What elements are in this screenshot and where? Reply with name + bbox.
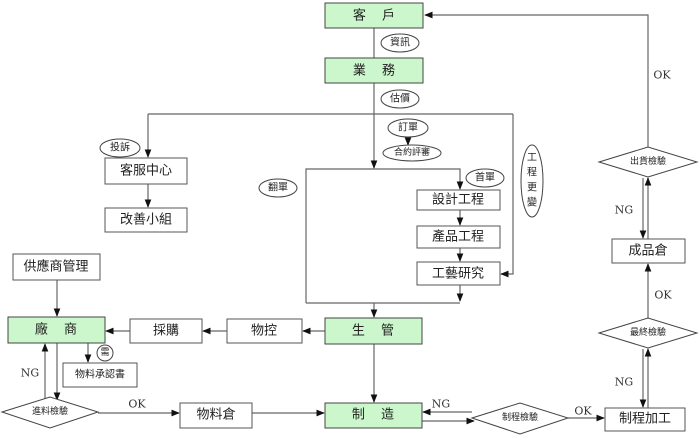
node-supplier-mgmt[interactable]: 供應商管理 xyxy=(12,253,101,281)
decision-final-inspection[interactable]: 最終檢驗 xyxy=(597,317,699,349)
label-shipping-ng: NG xyxy=(615,204,633,217)
label-process-ok: OK xyxy=(574,405,592,418)
node-approval-doc[interactable]: 物料承認書 xyxy=(62,362,138,388)
label-shipping-ok: OK xyxy=(653,69,671,82)
label-final-ng: NG xyxy=(615,376,633,389)
node-manufacturing-label: 制 造 xyxy=(352,408,400,423)
node-material-warehouse-label: 物料倉 xyxy=(196,408,235,423)
annotation-first-order-label: 首單 xyxy=(475,171,495,184)
node-approval-doc-label: 物料承認書 xyxy=(75,368,125,381)
node-improve-team-label: 改善小組 xyxy=(120,212,172,228)
annotation-eng-change-char: 工 xyxy=(527,153,537,164)
node-material-warehouse[interactable]: 物料倉 xyxy=(179,402,253,429)
decision-incoming-inspection-label: 進料檢驗 xyxy=(32,405,68,417)
node-manufacturing[interactable]: 制 造 xyxy=(324,402,423,429)
decision-shipping-inspection-label: 出貨檢驗 xyxy=(630,155,666,167)
node-product-eng[interactable]: 產品工程 xyxy=(416,225,501,249)
annotation-first-order: 首單 xyxy=(465,168,505,188)
annotation-eng-change-char: 程 xyxy=(527,167,537,179)
annotation-order: 訂單 xyxy=(387,118,429,138)
edges xyxy=(41,11,652,425)
label-final-ok: OK xyxy=(654,289,672,302)
node-design-eng[interactable]: 設計工程 xyxy=(416,189,501,211)
node-material-control-label: 物控 xyxy=(251,324,277,339)
node-material-control[interactable]: 物控 xyxy=(226,318,303,344)
node-cs-center[interactable]: 客服中心 xyxy=(104,157,188,185)
node-sales-label: 業 務 xyxy=(353,63,401,79)
node-customer[interactable]: 客 戶 xyxy=(324,2,424,29)
node-purchasing[interactable]: 採購 xyxy=(129,318,203,344)
decision-process-inspection-label: 制程檢驗 xyxy=(502,411,538,423)
node-production-control[interactable]: 生 管 xyxy=(324,317,423,345)
annotation-complaint: 投訴 xyxy=(99,138,141,158)
node-processing[interactable]: 制程加工 xyxy=(604,407,686,432)
node-product-eng-label: 產品工程 xyxy=(432,229,484,245)
annotation-eng-change-char: 變 xyxy=(527,196,537,209)
edge-shipping-to-customer xyxy=(424,11,649,147)
annotation-contract-review: 合約評審 xyxy=(382,144,442,162)
node-finished-warehouse[interactable]: 成品倉 xyxy=(611,238,686,264)
edge-eng-change xyxy=(500,114,514,278)
node-finished-warehouse-label: 成品倉 xyxy=(628,244,667,259)
annotation-complaint-label: 投訴 xyxy=(110,141,130,154)
node-purchasing-label: 採購 xyxy=(153,324,179,339)
node-process-research-label: 工藝研究 xyxy=(432,267,484,282)
node-vendor-label: 廠 商 xyxy=(35,322,83,338)
node-design-eng-label: 設計工程 xyxy=(432,192,484,208)
node-sales[interactable]: 業 務 xyxy=(324,57,424,84)
label-process-ng: NG xyxy=(432,398,450,411)
annotation-quote: 估價 xyxy=(380,89,420,109)
node-vendor[interactable]: 廠 商 xyxy=(7,316,106,344)
annotation-quote-label: 估價 xyxy=(390,92,410,105)
annotation-eng-change-char: 更 xyxy=(527,182,537,194)
edge-labels: OK NG OK NG OK NG OK NG xyxy=(21,69,673,418)
annotation-repeat-order: 翻單 xyxy=(258,178,298,198)
annotation-need: 需 xyxy=(96,344,114,362)
node-supplier-mgmt-label: 供應商管理 xyxy=(23,259,88,275)
annotation-repeat-order-label: 翻單 xyxy=(268,182,288,194)
decision-shipping-inspection[interactable]: 出貨檢驗 xyxy=(597,146,699,178)
annotation-info: 資訊 xyxy=(380,33,420,53)
annotation-eng-change: 工 程 更 變 xyxy=(520,144,544,218)
node-improve-team[interactable]: 改善小組 xyxy=(104,207,188,233)
annotation-need-label: 需 xyxy=(100,347,109,358)
annotation-info-label: 資訊 xyxy=(390,36,410,49)
label-incoming-ng: NG xyxy=(21,367,39,380)
decision-process-inspection[interactable]: 制程檢驗 xyxy=(470,402,570,435)
node-processing-label: 制程加工 xyxy=(619,412,671,427)
annotation-order-label: 訂單 xyxy=(398,121,418,134)
decision-final-inspection-label: 最終檢驗 xyxy=(630,326,666,338)
decision-incoming-inspection[interactable]: 進料檢驗 xyxy=(0,396,100,429)
node-cs-center-label: 客服中心 xyxy=(120,163,172,179)
node-process-research[interactable]: 工藝研究 xyxy=(416,261,501,286)
node-production-control-label: 生 管 xyxy=(352,324,400,339)
edge-order-loop xyxy=(305,168,464,303)
annotation-contract-review-label: 合約評審 xyxy=(394,146,430,158)
label-incoming-ok: OK xyxy=(128,398,146,411)
node-customer-label: 客 戶 xyxy=(353,8,401,24)
